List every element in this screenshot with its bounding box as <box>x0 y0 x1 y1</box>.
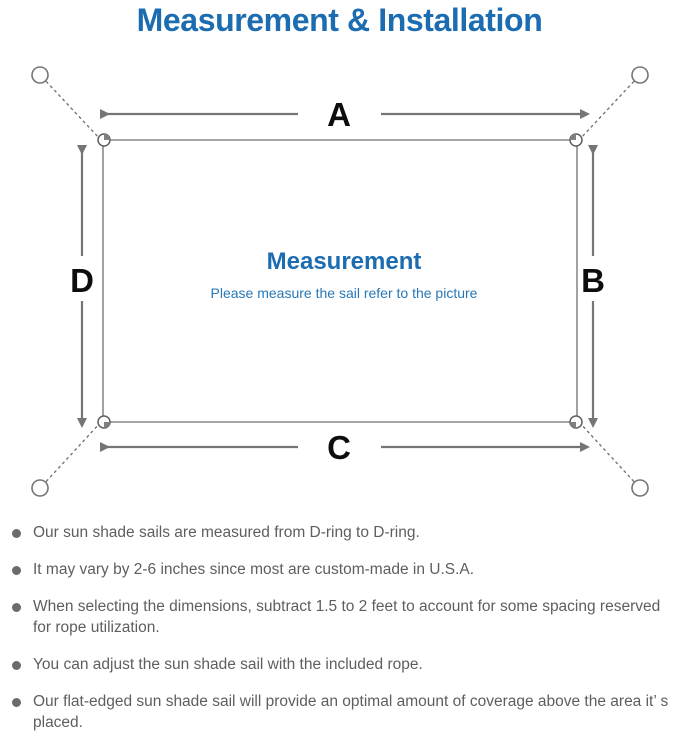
d-ring-tab-top-right <box>570 134 576 140</box>
bullet-icon <box>12 529 21 538</box>
rope-lines <box>41 76 639 487</box>
anchor-ring-bottom-left <box>31 479 49 497</box>
dimension-label-c: C <box>327 429 351 466</box>
d-ring-tab-bottom-right <box>570 422 576 428</box>
diagram-center-subheading: Please measure the sail refer to the pic… <box>211 285 478 301</box>
dimension-label-d: D <box>70 262 94 299</box>
list-item: It may vary by 2-6 inches since most are… <box>0 559 679 580</box>
list-item: When selecting the dimensions, subtract … <box>0 596 679 638</box>
notes-list: Our sun shade sails are measured from D-… <box>0 522 679 749</box>
sail-d-ring-tabs <box>104 134 576 428</box>
sail-diagram-svg: A C D B Measurement Please measure the s… <box>31 66 649 497</box>
anchor-ring-top-left <box>31 66 49 84</box>
dimension-b: B <box>581 145 605 428</box>
anchor-ring-top-right <box>631 66 649 84</box>
bullet-icon <box>12 603 21 612</box>
note-text: Our sun shade sails are measured from D-… <box>33 524 420 541</box>
list-item: Our sun shade sails are measured from D-… <box>0 522 679 543</box>
diagram-center-heading: Measurement <box>267 248 422 275</box>
list-item: Our flat-edged sun shade sail will provi… <box>0 691 679 733</box>
note-text: Our flat-edged sun shade sail will provi… <box>33 693 669 731</box>
dimension-c: C <box>100 429 590 466</box>
bullet-icon <box>12 661 21 670</box>
list-item: You can adjust the sun shade sail with t… <box>0 654 679 675</box>
d-ring-tab-top-left <box>104 134 110 140</box>
anchor-rings <box>31 66 649 497</box>
page-title: Measurement & Installation <box>136 2 543 38</box>
bullet-icon <box>12 698 21 707</box>
d-ring-tab-bottom-left <box>104 422 110 428</box>
bullet-icon <box>12 566 21 575</box>
note-text: When selecting the dimensions, subtract … <box>33 598 661 636</box>
note-text: It may vary by 2-6 inches since most are… <box>33 561 475 578</box>
note-text: You can adjust the sun shade sail with t… <box>33 656 423 673</box>
sail-body <box>102 139 578 423</box>
dimension-label-a: A <box>327 96 351 133</box>
rope-line-top-right <box>578 76 639 141</box>
rope-line-bottom-left <box>41 421 102 487</box>
rope-line-top-left <box>41 76 102 141</box>
measurement-diagram: A C D B Measurement Please measure the s… <box>0 48 679 518</box>
dimension-d: D <box>70 145 94 428</box>
dimension-label-b: B <box>581 262 605 299</box>
anchor-ring-bottom-right <box>631 479 649 497</box>
dimension-a: A <box>100 96 590 133</box>
rope-line-bottom-right <box>578 421 639 487</box>
